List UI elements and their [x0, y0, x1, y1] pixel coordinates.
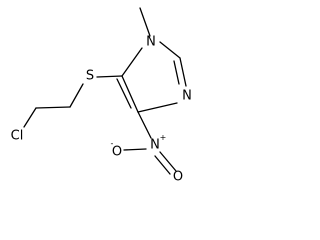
bonds: [23, 7, 187, 175]
bond-c5-s: [96, 75, 123, 78]
atom-o-double: O: [173, 170, 183, 182]
bond-c4-c5-a: [121, 75, 139, 113]
bond-nnitro-o-double-a: [159, 151, 177, 172]
atom-cl: Cl: [11, 129, 24, 144]
bond-s-ch2: [69, 83, 84, 108]
atom-s: S: [86, 69, 94, 84]
atom-n1: N: [146, 35, 156, 50]
bond-n1-methyl: [139, 7, 151, 37]
atom-labels: N N S Cl N + O O -: [11, 35, 192, 182]
bond-c2-n3-b: [173, 60, 180, 85]
bond-ch2-cl: [23, 107, 37, 128]
molecule-svg: N N S Cl N + O O -: [11, 7, 192, 182]
atom-n-nitro: N: [150, 138, 160, 153]
charge-n-nitro: +: [160, 133, 167, 142]
atom-o-single: O: [112, 145, 122, 160]
bond-n3-c4: [137, 102, 178, 113]
bond-c4-c5-b: [116, 78, 132, 109]
structure-diagram: N N S Cl N + O O -: [0, 0, 203, 181]
bond-c4-nnitro: [137, 111, 152, 139]
charge-o-single: -: [111, 139, 114, 148]
bond-nnitro-o-single: [123, 148, 147, 151]
bond-ch2-ch2: [35, 106, 71, 109]
bond-c2-n3-a: [179, 57, 187, 87]
bond-nnitro-o-double-b: [154, 155, 171, 175]
atom-n3: N: [182, 89, 192, 104]
bond-n1-c2: [159, 41, 181, 59]
bond-c5-n1: [121, 47, 143, 77]
